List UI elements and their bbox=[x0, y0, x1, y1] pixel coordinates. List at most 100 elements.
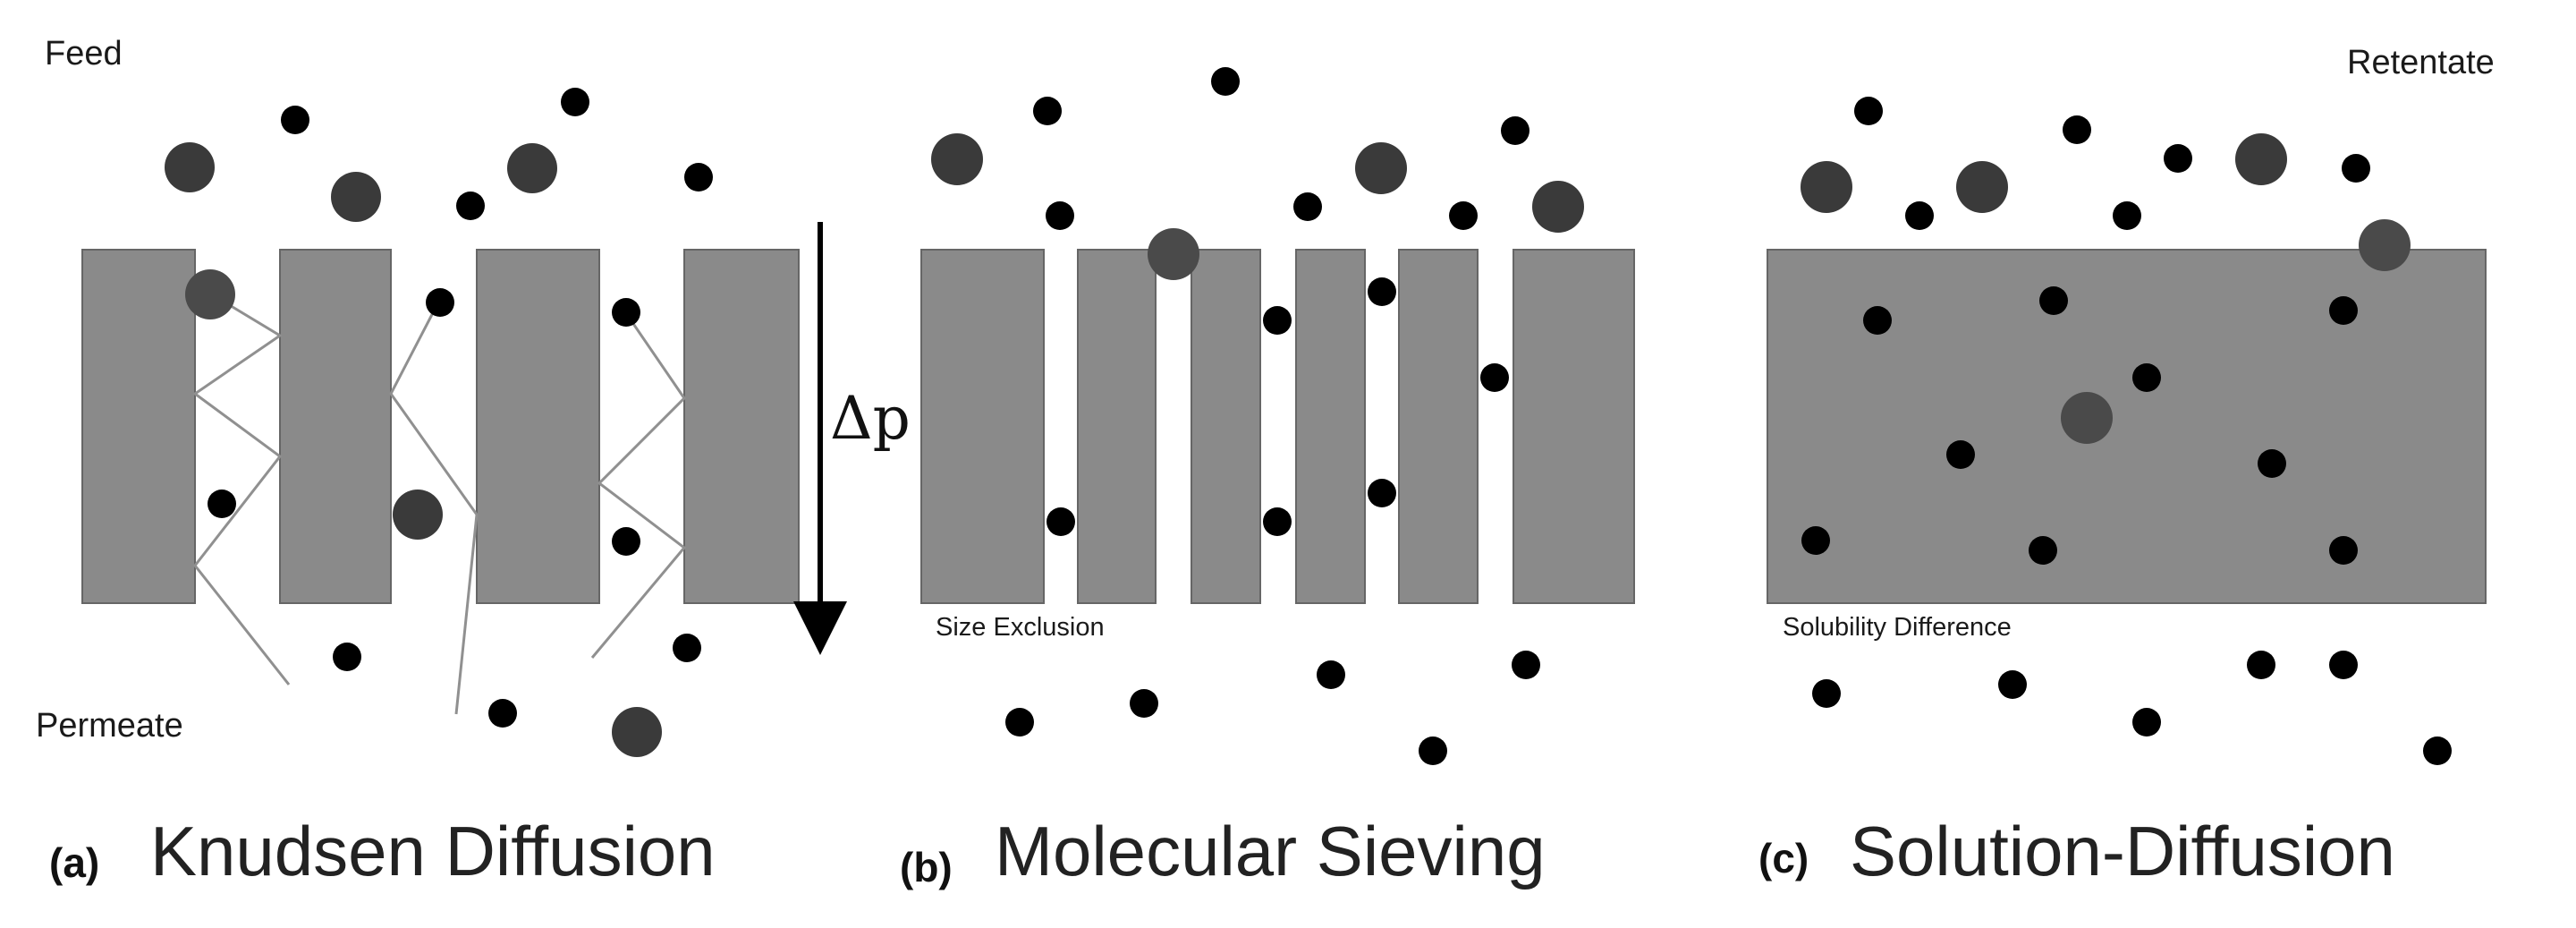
large-molecule bbox=[612, 707, 662, 757]
small-molecule bbox=[2247, 651, 2275, 679]
large-molecule bbox=[2359, 219, 2411, 271]
small-molecule bbox=[1263, 306, 1292, 335]
small-molecule bbox=[1946, 440, 1975, 469]
small-molecule bbox=[2029, 536, 2057, 565]
large-molecule bbox=[1801, 161, 1852, 213]
molecules-a bbox=[165, 88, 713, 757]
large-molecule bbox=[185, 269, 235, 319]
membrane-wall bbox=[1191, 249, 1261, 604]
dense-membrane bbox=[1767, 249, 2487, 604]
panel-solution-diffusion: Solubility Difference Retentate bbox=[1767, 44, 2495, 765]
large-molecule bbox=[931, 133, 983, 185]
small-molecule bbox=[426, 288, 454, 317]
small-molecule bbox=[1046, 201, 1074, 230]
small-molecule bbox=[1501, 116, 1530, 145]
small-molecule bbox=[2258, 449, 2286, 478]
small-molecule bbox=[1854, 97, 1883, 125]
small-molecule bbox=[1368, 277, 1396, 306]
panel-title: Solution-Diffusion bbox=[1850, 812, 2395, 890]
small-molecule bbox=[1368, 479, 1396, 507]
large-molecule bbox=[1956, 161, 2008, 213]
small-molecule bbox=[2039, 286, 2068, 315]
small-molecule bbox=[1130, 689, 1158, 718]
small-molecule bbox=[1211, 67, 1240, 96]
small-molecule bbox=[2164, 144, 2192, 173]
small-molecule bbox=[612, 298, 640, 327]
small-molecule bbox=[2113, 201, 2141, 230]
molecules-b bbox=[931, 67, 1584, 765]
small-molecule bbox=[612, 527, 640, 556]
small-molecule bbox=[488, 699, 517, 728]
panel-letter: (b) bbox=[900, 844, 953, 890]
caption-b: (b) Molecular Sieving bbox=[900, 812, 1546, 890]
small-molecule bbox=[456, 192, 485, 220]
membrane-wall bbox=[683, 249, 800, 604]
path-line bbox=[389, 302, 479, 715]
small-molecule bbox=[1005, 708, 1034, 736]
caption-a: (a) Knudsen Diffusion bbox=[49, 812, 716, 890]
path-line bbox=[192, 302, 291, 685]
panel-title: Molecular Sieving bbox=[995, 812, 1546, 890]
small-molecule bbox=[208, 490, 236, 518]
pressure-gradient-arrow: Δp bbox=[793, 222, 911, 655]
membrane-wall bbox=[1077, 249, 1157, 604]
small-molecule bbox=[561, 88, 589, 116]
membrane-wall bbox=[1513, 249, 1635, 604]
panel-letter: (c) bbox=[1758, 835, 1809, 881]
small-molecule bbox=[1449, 201, 1478, 230]
small-molecule bbox=[1046, 507, 1075, 536]
caption-c: (c) Solution-Diffusion bbox=[1758, 812, 2395, 890]
large-molecule bbox=[393, 490, 443, 540]
small-molecule bbox=[1512, 651, 1540, 679]
diffusion-paths bbox=[192, 302, 687, 715]
membrane-wall bbox=[279, 249, 392, 604]
small-molecule bbox=[1863, 306, 1892, 335]
large-molecule bbox=[1148, 228, 1199, 280]
small-molecule bbox=[2063, 115, 2091, 144]
panel-letter: (a) bbox=[49, 839, 99, 886]
large-molecule bbox=[1532, 181, 1584, 233]
membrane-wall bbox=[1295, 249, 1366, 604]
membrane-wall bbox=[81, 249, 196, 604]
feed-label: Feed bbox=[45, 35, 123, 72]
panel-molecular-sieving: Size Exclusion bbox=[920, 67, 1635, 765]
small-molecule bbox=[1905, 201, 1934, 230]
small-molecule bbox=[2132, 363, 2161, 392]
large-molecule bbox=[331, 172, 381, 222]
small-molecule bbox=[1998, 670, 2027, 699]
solubility-difference-label: Solubility Difference bbox=[1783, 613, 2012, 642]
membrane-wall bbox=[920, 249, 1045, 604]
large-molecule bbox=[1355, 142, 1407, 194]
membrane-wall bbox=[1398, 249, 1479, 604]
small-molecule bbox=[673, 634, 701, 662]
membrane-wall bbox=[476, 249, 600, 604]
small-molecule bbox=[1801, 526, 1830, 555]
small-molecule bbox=[2329, 536, 2358, 565]
small-molecule bbox=[2329, 651, 2358, 679]
panel-title: Knudsen Diffusion bbox=[150, 812, 716, 890]
small-molecule bbox=[684, 163, 713, 192]
small-molecule bbox=[2423, 736, 2452, 765]
size-exclusion-label: Size Exclusion bbox=[936, 613, 1105, 642]
small-molecule bbox=[1263, 507, 1292, 536]
small-molecule bbox=[2329, 296, 2358, 325]
retentate-label: Retentate bbox=[2347, 44, 2495, 81]
delta-p-label: Δp bbox=[830, 384, 911, 453]
small-molecule bbox=[1419, 736, 1447, 765]
large-molecule bbox=[2235, 133, 2287, 185]
molecules-c bbox=[1801, 97, 2452, 765]
small-molecule bbox=[1812, 679, 1841, 708]
large-molecule bbox=[165, 142, 215, 192]
small-molecule bbox=[1317, 660, 1345, 689]
path-line bbox=[590, 312, 687, 659]
panel-knudsen: Feed Permeate bbox=[36, 35, 800, 757]
permeate-label: Permeate bbox=[36, 707, 183, 745]
large-molecule bbox=[507, 143, 557, 193]
small-molecule bbox=[333, 643, 361, 671]
small-molecule bbox=[2342, 154, 2370, 183]
small-molecule bbox=[2132, 708, 2161, 736]
small-molecule bbox=[281, 106, 309, 134]
small-molecule bbox=[1480, 363, 1509, 392]
large-molecule bbox=[2061, 392, 2113, 444]
